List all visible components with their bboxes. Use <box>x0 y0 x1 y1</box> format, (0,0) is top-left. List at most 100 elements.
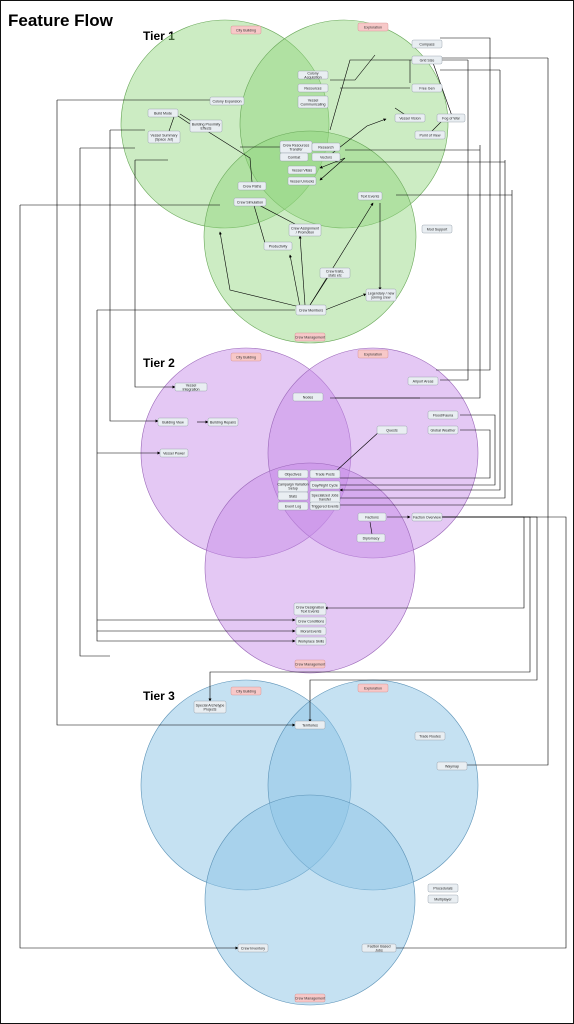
feature-node-crew-inventory: Crew Inventory <box>237 943 269 953</box>
node-label: City Building <box>236 689 256 693</box>
feature-node-resources: Resources <box>297 83 329 93</box>
node-label: Grid Size <box>420 58 435 62</box>
tier-1-exploration-circle <box>239 19 449 229</box>
node-label: Research <box>318 145 333 149</box>
feature-node-combat: Combat <box>279 152 309 162</box>
node-label: Fog of War <box>442 116 460 120</box>
feature-node-mod-support: Mod Support <box>421 224 453 234</box>
node-label: Acquisition <box>304 76 321 80</box>
diagram-title: Feature Flow <box>8 11 114 30</box>
feature-node-nodes: Nodes <box>292 392 324 402</box>
feature-node-building-repairs: Building Repairs <box>207 417 239 427</box>
feature-node-procedurals: Procedurals <box>427 883 459 893</box>
node-label: Text Events <box>301 610 320 614</box>
feature-node-diplomacy: Diplomacy <box>356 533 386 543</box>
node-label: Crew Members <box>299 308 324 312</box>
feature-node-workplace-skills: Workplace Skills <box>295 636 327 646</box>
node-label: City Building <box>236 28 256 32</box>
category-tag-crew: Crew Management <box>294 332 326 342</box>
node-label: stats etc <box>328 274 342 278</box>
tier-1-label: Tier 1 <box>143 29 175 43</box>
node-label: Crew Management <box>295 662 325 666</box>
node-label: Colony Expansion <box>213 99 242 103</box>
feature-node-vessel-unlocks: Vessel Unlocks <box>287 176 317 186</box>
node-label: Day/Night Cycle <box>312 483 338 487</box>
node-label: Stats <box>289 494 297 498</box>
feature-node-moral-events: Moral Events <box>295 626 327 636</box>
feature-node-hazards: Flood/Fauna <box>427 410 459 420</box>
feature-node-crew-members: Crew Members <box>295 304 327 316</box>
node-label: Vectors <box>320 155 332 159</box>
feature-node-day-night: Day/Night Cycle <box>309 480 341 490</box>
node-label: Point of View <box>420 133 441 137</box>
node-label: Crew Simulation <box>237 200 263 204</box>
tier-1-city-circle <box>120 19 330 229</box>
category-tag-city: City Building <box>230 25 262 35</box>
feature-node-crew-paths: Crew Paths <box>237 181 267 191</box>
feature-node-trade-routes: Trade Routes <box>414 731 446 741</box>
node-label: Build Mode <box>154 111 172 115</box>
node-label: Compass <box>419 42 434 46</box>
feature-node-trade-posts: Trade Posts <box>309 469 341 479</box>
feature-node-triggered-events: Triggered Events <box>309 501 341 511</box>
node-label: Trade Routes <box>419 734 441 738</box>
feature-node-compass: Compass <box>411 39 443 49</box>
node-label: Objectives <box>285 472 302 476</box>
category-tag-exploration: Exploration <box>357 349 389 359</box>
node-label: Vessel <box>308 99 319 103</box>
feature-node-text-events: Text Events <box>357 191 383 201</box>
tier-3-label: Tier 3 <box>143 689 175 703</box>
node-label: Multiplayer <box>434 897 452 901</box>
node-label: Crew Management <box>295 996 325 1000</box>
node-label: City Building <box>236 355 256 359</box>
connector-lines <box>19 37 567 950</box>
node-label: Crew Resources <box>283 144 310 148</box>
feature-node-vectors: Vectors <box>311 152 341 162</box>
node-label: (Space Jet) <box>155 138 173 142</box>
node-label: Communicating <box>301 103 326 107</box>
node-label: Resources <box>304 86 321 90</box>
node-label: Projects <box>204 708 217 712</box>
node-label: Legendary / new <box>368 292 395 296</box>
feature-node-colony-expansion: Colony Expansion <box>209 96 245 106</box>
node-label: Building View <box>162 420 184 424</box>
node-label: Vessel Power <box>163 451 186 455</box>
node-label: Exploration <box>364 352 382 356</box>
category-tag-crew: Crew Management <box>294 659 326 669</box>
node-label: Productivity <box>269 244 288 248</box>
tier-2-label: Tier 2 <box>143 356 175 370</box>
node-label: Setup <box>288 487 297 491</box>
node-label: Trade Posts <box>315 472 334 476</box>
node-label: Territories <box>302 723 318 727</box>
node-label: Vessel Summary <box>151 134 178 138</box>
node-label: Crew Conditions <box>298 619 325 623</box>
node-label: transfer <box>319 498 332 502</box>
category-tag-city: City Building <box>230 352 262 362</box>
feature-node-crew-traits: Crew traits,stats etc <box>319 267 351 279</box>
category-tag-crew: Crew Management <box>294 993 326 1003</box>
node-label: Crew Assignment <box>291 227 319 231</box>
node-label: Global Weather <box>431 428 457 432</box>
node-label: Airport Areas <box>413 379 434 383</box>
feature-node-airport-areas: Airport Areas <box>407 376 439 386</box>
node-label: Diplomacy <box>363 536 380 540</box>
feature-node-crew-conditions: Crew Conditions <box>295 616 327 626</box>
node-label: Effects <box>201 127 212 131</box>
feature-node-vessel-vision: Vessel Vision <box>394 113 426 123</box>
feature-node-quests: Quests <box>376 425 408 435</box>
feature-node-crew-assignment: Crew Assignment/ Promotion <box>288 223 322 237</box>
feature-node-vessel-vitals: Vessel Vitals <box>287 165 317 175</box>
node-label: Exploration <box>364 25 382 29</box>
category-tag-city: City Building <box>230 686 262 696</box>
node-label: Faction Based <box>368 945 391 949</box>
category-tag-exploration: Exploration <box>357 683 389 693</box>
node-label: Transfer <box>289 148 303 152</box>
